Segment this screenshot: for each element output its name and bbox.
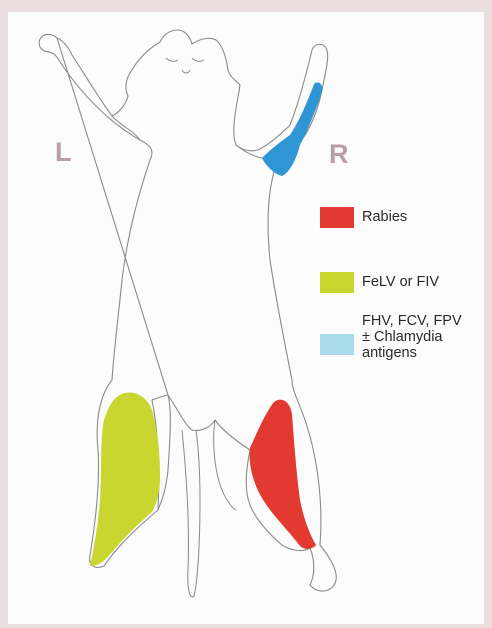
left-side-label: L	[55, 137, 72, 168]
right-side-label: R	[329, 139, 349, 170]
legend-swatch-fhv-fcv-fpv	[320, 334, 354, 355]
legend-label-felv-fiv: FeLV or FIV	[362, 274, 482, 290]
left-foreleg-line	[112, 116, 140, 140]
tail-line	[182, 430, 200, 597]
legend-label-fhv-fcv-fpv: FHV, FCV, FPV ± Chlamydia antigens	[362, 313, 482, 361]
legend-label-rabies: Rabies	[362, 209, 482, 225]
right-hind-inner-line	[214, 420, 236, 510]
legend-swatch-felv-fiv	[320, 272, 354, 293]
cat-face	[166, 58, 204, 73]
right-foreleg-region	[262, 82, 322, 176]
legend-swatch-rabies	[320, 207, 354, 228]
